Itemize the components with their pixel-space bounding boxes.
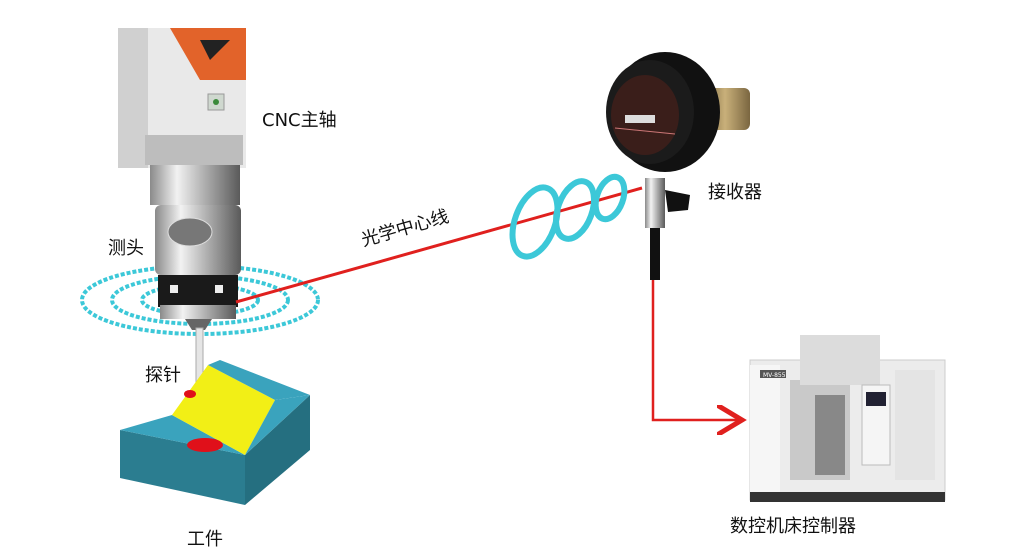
probe-head <box>155 205 241 330</box>
signal-cable-line <box>651 280 742 420</box>
label-stylus: 探针 <box>145 365 181 386</box>
machine-badge: MV-855 <box>763 372 786 379</box>
optical-center-line <box>235 186 643 304</box>
label-receiver: 接收器 <box>708 182 762 203</box>
label-cnc-controller: 数控机床控制器 <box>730 516 856 537</box>
workpiece <box>120 360 310 505</box>
receiver <box>606 52 750 280</box>
label-probe-head: 测头 <box>108 238 144 259</box>
label-workpiece: 工件 <box>187 529 223 550</box>
cnc-machine: MV-855 <box>749 335 946 502</box>
optical-rings <box>509 173 628 260</box>
cnc-spindle <box>118 28 246 205</box>
label-cnc-spindle: CNC主轴 <box>262 110 337 131</box>
